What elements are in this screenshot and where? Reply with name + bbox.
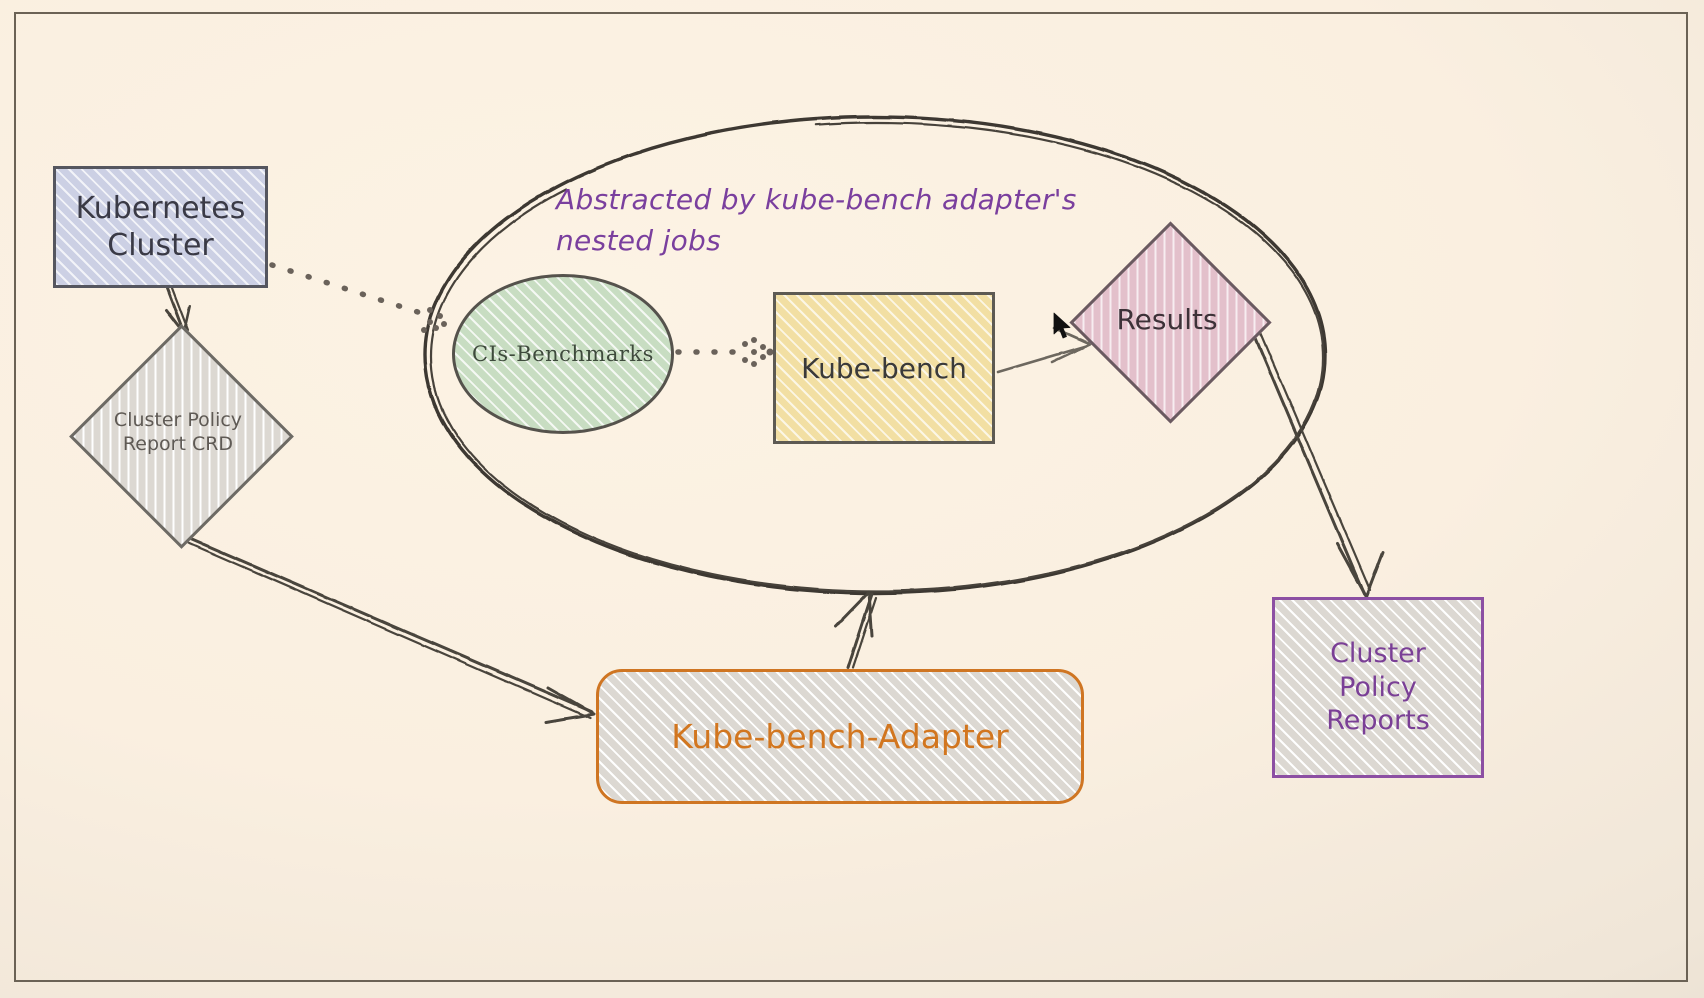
- node-cis-benchmarks-label: CIs-Benchmarks: [472, 341, 654, 366]
- edge-k8s-cluster-to-boundary: [269, 262, 447, 333]
- node-cluster-policy-report-crd[interactable]: Cluster Policy Report CRD: [53, 323, 303, 549]
- node-cluster-policy-report-crd-label: Cluster Policy Report CRD: [113, 409, 243, 455]
- node-cluster-policy-reports-label: Cluster Policy Reports: [1326, 637, 1430, 737]
- node-cis-benchmarks[interactable]: CIs-Benchmarks: [452, 274, 674, 434]
- node-cluster-policy-reports[interactable]: Cluster Policy Reports: [1272, 597, 1484, 778]
- edge-adapter-to-boundary: [834, 590, 878, 670]
- node-kube-bench-label: Kube-bench: [801, 351, 967, 385]
- node-kubernetes-cluster[interactable]: Kubernetes Cluster: [53, 166, 268, 288]
- abstraction-boundary-ellipse: [423, 115, 1327, 595]
- node-kube-bench-adapter[interactable]: Kube-bench-Adapter: [596, 669, 1084, 804]
- mouse-pointer-icon: [1053, 312, 1071, 339]
- node-kube-bench[interactable]: Kube-bench: [773, 292, 995, 444]
- boundary-annotation-text: Abstracted by kube-bench adapter's neste…: [556, 183, 1077, 257]
- node-kube-bench-adapter-label: Kube-bench-Adapter: [671, 716, 1009, 756]
- edge-crd-to-adapter: [180, 533, 596, 724]
- node-kubernetes-cluster-label: Kubernetes Cluster: [75, 190, 246, 264]
- node-results-label: Results: [1116, 302, 1218, 336]
- node-results[interactable]: Results: [1068, 220, 1272, 424]
- edge-cis-benchmarks-to-kube-bench: [675, 337, 774, 367]
